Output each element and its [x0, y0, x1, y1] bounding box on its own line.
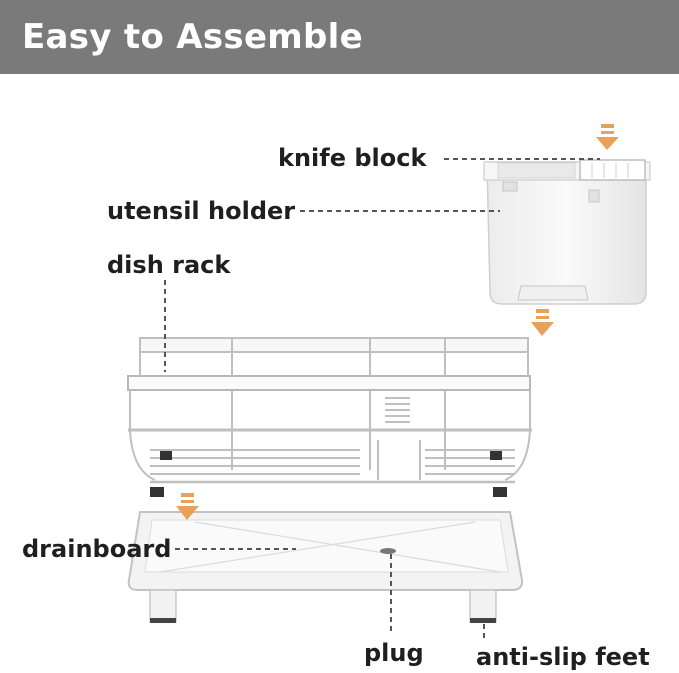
utensil-holder-unit — [483, 159, 651, 305]
drain-plug — [380, 548, 396, 554]
knife-block — [579, 159, 646, 181]
label-drainboard: drainboard — [22, 535, 172, 563]
label-knife-block: knife block — [278, 144, 427, 172]
dish-rack — [127, 337, 532, 484]
label-anti-slip-feet: anti-slip feet — [476, 643, 650, 671]
drainboard-tray — [127, 511, 524, 591]
down-arrow-icon — [531, 309, 554, 336]
label-utensil-holder: utensil holder — [107, 197, 296, 225]
page-title: Easy to Assemble — [22, 17, 363, 57]
down-arrow-icon — [596, 124, 619, 150]
rack-foot-left — [150, 487, 164, 497]
down-arrow-icon — [176, 493, 199, 520]
rack-foot-right — [493, 487, 507, 497]
anti-slip-feet — [149, 589, 497, 623]
header-banner: Easy to Assemble — [0, 0, 679, 74]
label-plug: plug — [364, 639, 424, 667]
label-dish-rack: dish rack — [107, 251, 231, 279]
